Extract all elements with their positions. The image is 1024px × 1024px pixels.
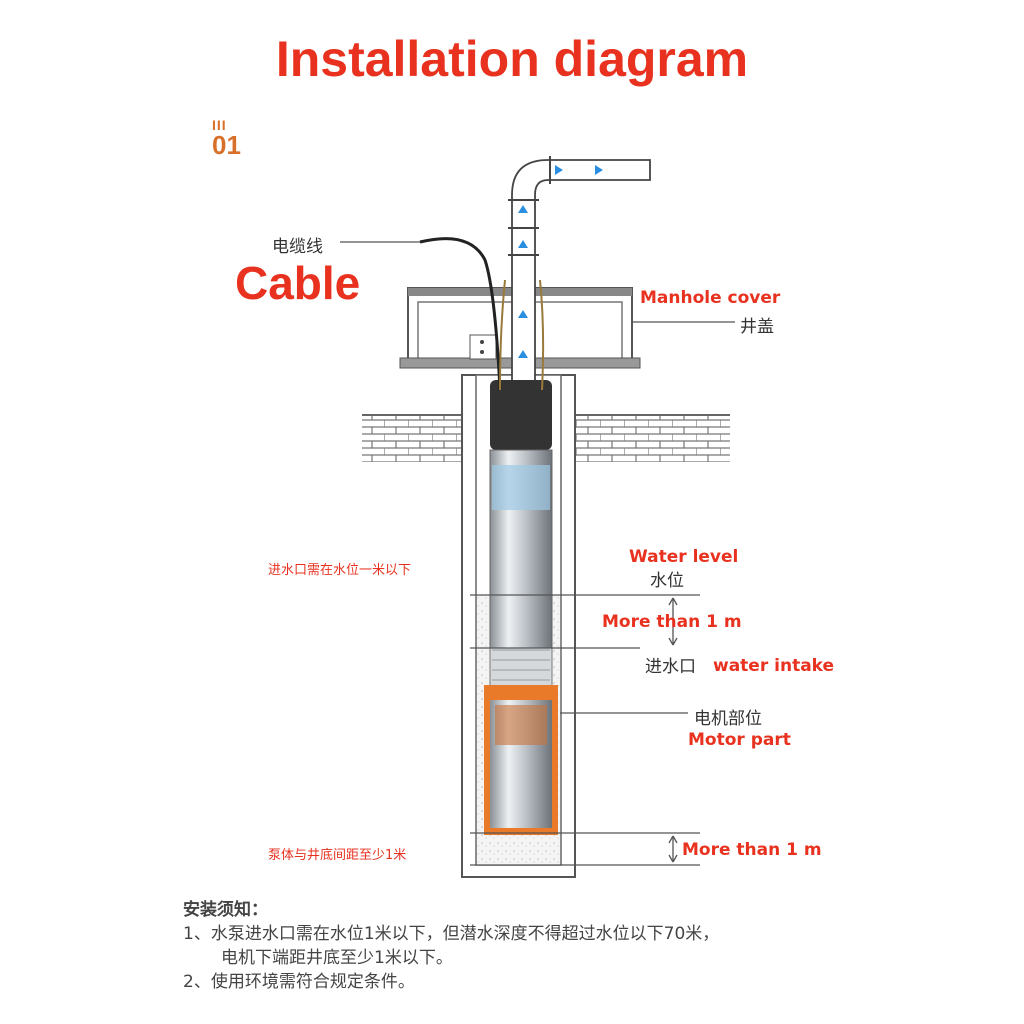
ground-left [362, 415, 462, 462]
note-1: 1、水泵进水口需在水位1米以下，但潜水深度不得超过水位以下70米， [183, 924, 720, 944]
cable [419, 237, 502, 391]
cable-label-cn: 电缆线 [272, 237, 323, 257]
notes-heading: 安装须知： [183, 900, 268, 920]
water-level-en: Water level [629, 547, 739, 567]
more-than-bottom: More than 1 m [682, 840, 822, 860]
bottom-requirement: 泵体与井底间距至少1米 [268, 848, 407, 863]
manhole-label-cn: 井盖 [740, 317, 774, 337]
more-than-top: More than 1 m [602, 612, 742, 632]
page-title: Installation diagram [275, 31, 749, 87]
badge-number: 01 [212, 130, 241, 160]
note-2: 2、使用环境需符合规定条件。 [183, 972, 415, 992]
manhole-label-en: Manhole cover [640, 288, 781, 308]
cable-label-en: Cable [235, 257, 361, 309]
pump [484, 380, 558, 835]
ground-right [575, 415, 730, 462]
intake-requirement: 进水口需在水位一米以下 [268, 563, 412, 578]
intake-en: water intake [713, 656, 835, 676]
badge-bars: III [212, 117, 227, 133]
motor-cn: 电机部位 [694, 709, 762, 729]
outlet-pipe [508, 156, 651, 391]
flow-arrows [518, 165, 603, 358]
water-level-cn: 水位 [650, 571, 684, 591]
section-badge: III 01 [212, 118, 241, 158]
installation-notes: 安装须知： 1、水泵进水口需在水位1米以下，但潜水深度不得超过水位以下70米， … [183, 898, 719, 994]
note-1-cont: 电机下端距井底至少1米以下。 [221, 948, 453, 968]
motor-en: Motor part [688, 730, 791, 750]
intake-cn: 进水口 [645, 657, 696, 677]
